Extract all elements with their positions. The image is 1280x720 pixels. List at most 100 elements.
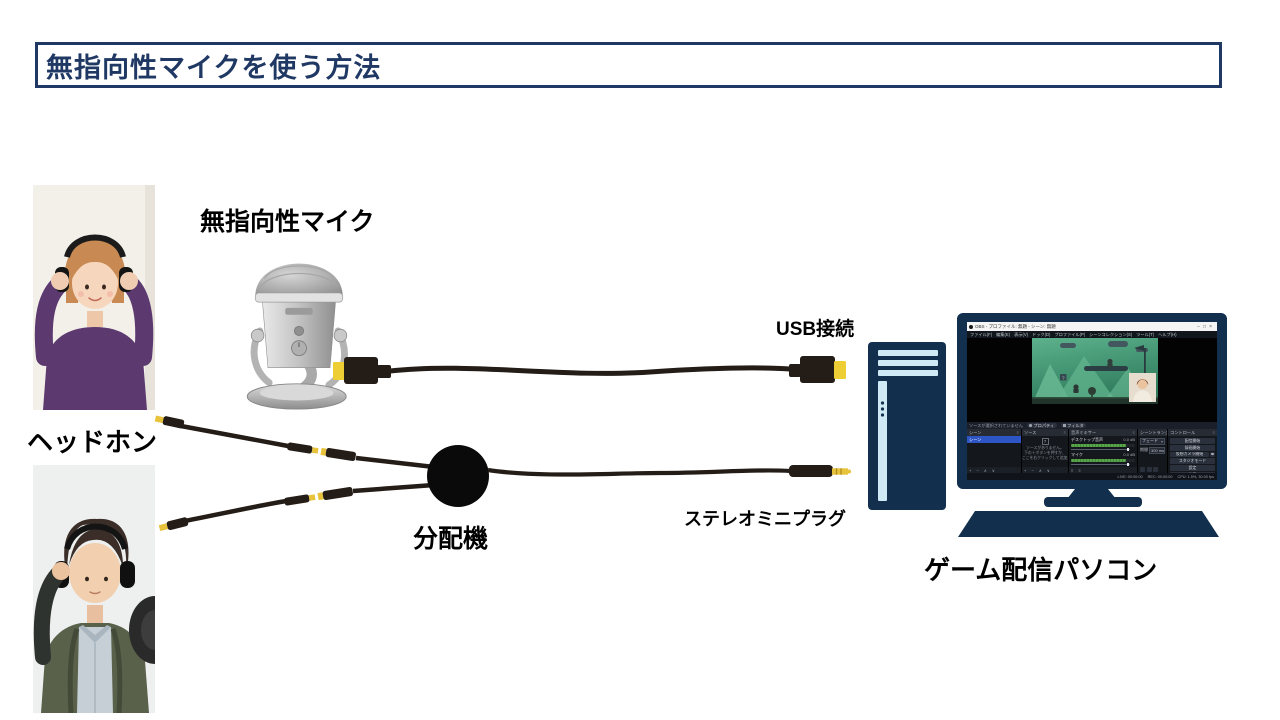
obs-menubar: ファイル(F) 編集(E) 表示(V) ドック(D) プロファイル(P) シーン… <box>967 331 1217 338</box>
woman-headphones-photo <box>33 185 155 410</box>
game-character-1 <box>1107 358 1113 368</box>
start-recording-button: 録画開始 <box>1170 444 1215 451</box>
obs-window-title: OBS - プロファイル: 無題 - シーン: 無題 <box>975 323 1056 329</box>
splitter-label: 分配機 <box>413 525 489 553</box>
exit-button: 終了 <box>1170 471 1215 473</box>
chevron-down-icon: ▾ <box>1160 438 1163 444</box>
volume-meter <box>1071 458 1135 462</box>
plug-jack-junction-bottom <box>284 486 353 506</box>
sources-panel-toolbar: + − ∧ ∨ <box>1022 467 1068 473</box>
virtual-camera-button: 仮想カメラ開始 <box>1170 451 1209 457</box>
usb-plug-pc-end <box>789 356 846 383</box>
svg-text:?: ? <box>1062 375 1065 380</box>
panel-menu-icon: ≡ <box>1016 430 1019 435</box>
stepper-icons: ▴▾ <box>1164 448 1165 453</box>
duration-stepper: 300 ms▴▾ <box>1149 446 1165 454</box>
headphone-cable-bottom <box>158 482 435 532</box>
usb-connection-label: USB接続 <box>776 319 855 340</box>
source-toolbar-hint: ソースが選択されていません <box>969 422 1023 428</box>
flag-pole <box>1144 348 1146 390</box>
plug-jack-junction-top <box>287 442 356 462</box>
panel-menu-icon: ≡ <box>1132 430 1135 435</box>
transition-buttons <box>1138 466 1167 474</box>
transition-select: フェード▾ <box>1140 437 1165 445</box>
obs-titlebar: OBS - プロファイル: 無題 - シーン: 無題 −□× <box>967 322 1217 331</box>
obs-dock-panels: シーン≡ シーン + − ∧ ∨ ソース≡ ? ソースがありません。 下の＋ボタ… <box>967 429 1217 473</box>
window-controls: −□× <box>1197 324 1215 330</box>
close-icon: × <box>1209 323 1215 330</box>
obs-window: OBS - プロファイル: 無題 - シーン: 無題 −□× ファイル(F) 編… <box>967 322 1217 480</box>
volume-slider <box>1071 447 1135 452</box>
menu-dock: ドック(D) <box>1032 331 1051 337</box>
scenes-panel-title: シーン <box>969 429 982 435</box>
transitions-panel-title: シーントランジション <box>1140 429 1167 435</box>
usb-cable <box>333 356 846 384</box>
usb-plug-mic-end <box>333 357 391 384</box>
minimize-icon: − <box>1197 323 1204 330</box>
mini-plug-bottom-left <box>158 517 189 532</box>
page-title: 無指向性マイクを使う方法 <box>46 52 382 83</box>
maximize-icon: □ <box>1203 323 1210 330</box>
stereo-cable <box>487 465 851 477</box>
volume-meter <box>1071 443 1135 447</box>
help-icon: ? <box>1041 438 1049 445</box>
status-cpu-fps: CPU: 1.5%, 30.00 fps <box>1177 474 1214 479</box>
obs-app-icon <box>969 324 973 329</box>
settings-button: 設定 <box>1170 464 1215 471</box>
usb-microphone-illustration <box>246 263 348 410</box>
slider-knob-icon <box>1126 447 1130 451</box>
headphone-cable-top <box>154 415 435 470</box>
splitter-device <box>427 445 489 507</box>
slider-knob-icon <box>1126 462 1130 466</box>
mixer-panel-title: 音声ミキサー <box>1071 429 1097 435</box>
game-tree <box>1088 387 1096 399</box>
stereo-mini-plug <box>789 465 851 477</box>
virtual-camera-settings-button <box>1210 451 1215 457</box>
volume-slider <box>1071 462 1135 467</box>
gaming-pc-label: ゲーム配信パソコン <box>924 555 1158 585</box>
pc-tower <box>868 342 946 510</box>
status-rec: REC: 00:00:00 <box>1147 474 1173 479</box>
menu-view: 表示(V) <box>1014 331 1029 337</box>
sources-panel-title: ソース <box>1024 429 1037 435</box>
menu-help: ヘルプ(H) <box>1158 331 1177 337</box>
obs-preview-area: ? <box>967 338 1217 422</box>
mic-label: 無指向性マイク <box>200 208 375 236</box>
menu-tools: ツール(T) <box>1136 331 1155 337</box>
sources-panel: ソース ≡ ? ソースがありません。 下の＋ボタンを押すか、 ここを右クリックして… <box>1022 429 1068 473</box>
scenes-panel: シーン≡ シーン + − ∧ ∨ <box>967 429 1021 473</box>
monitor-stand-bar <box>1044 497 1142 507</box>
monitor-base <box>958 511 1219 537</box>
stereo-mini-plug-label: ステレオミニプラグ <box>684 509 846 529</box>
properties-icon <box>1029 424 1032 427</box>
scenes-panel-toolbar: + − ∧ ∨ <box>967 467 1021 473</box>
panel-menu-icon: ≡ <box>1063 430 1066 435</box>
man-headphones-photo <box>33 465 155 713</box>
game-character-2 <box>1073 384 1079 393</box>
scene-list-item-selected: シーン <box>967 436 1021 443</box>
menu-edit: 編集(E) <box>996 331 1011 337</box>
panel-menu-icon: ≡ <box>1212 430 1215 435</box>
question-block: ? <box>1060 374 1067 381</box>
filters-button: フィルタ <box>1060 423 1087 429</box>
menu-profile: プロファイル(P) <box>1054 331 1086 337</box>
menu-scene-collection: シーンコレクション(S) <box>1089 331 1133 337</box>
controls-panel: コントロール≡ 配信開始 録画開始 仮想カメラ開始 スタジオモード 設定 終了 <box>1168 429 1217 473</box>
properties-button: プロパティ <box>1026 423 1057 429</box>
flag <box>1134 345 1144 351</box>
obs-source-toolbar: ソースが選択されていません プロパティ フィルタ <box>967 422 1217 429</box>
sources-empty-hint: ソースがありません。 下の＋ボタンを押すか、 ここを右クリックして追加してくださ… <box>1022 446 1068 460</box>
menu-file: ファイル(F) <box>970 331 993 337</box>
platform <box>1084 366 1128 371</box>
obs-statusbar: LIVE: 00:00:00 REC: 00:00:00 CPU: 1.5%, … <box>967 473 1217 480</box>
duration-label: 期間 <box>1140 447 1148 452</box>
headphones-label: ヘッドホン <box>27 427 158 457</box>
filters-icon <box>1063 424 1066 427</box>
controls-panel-title: コントロール <box>1170 429 1196 435</box>
studio-mode-button: スタジオモード <box>1170 457 1215 464</box>
